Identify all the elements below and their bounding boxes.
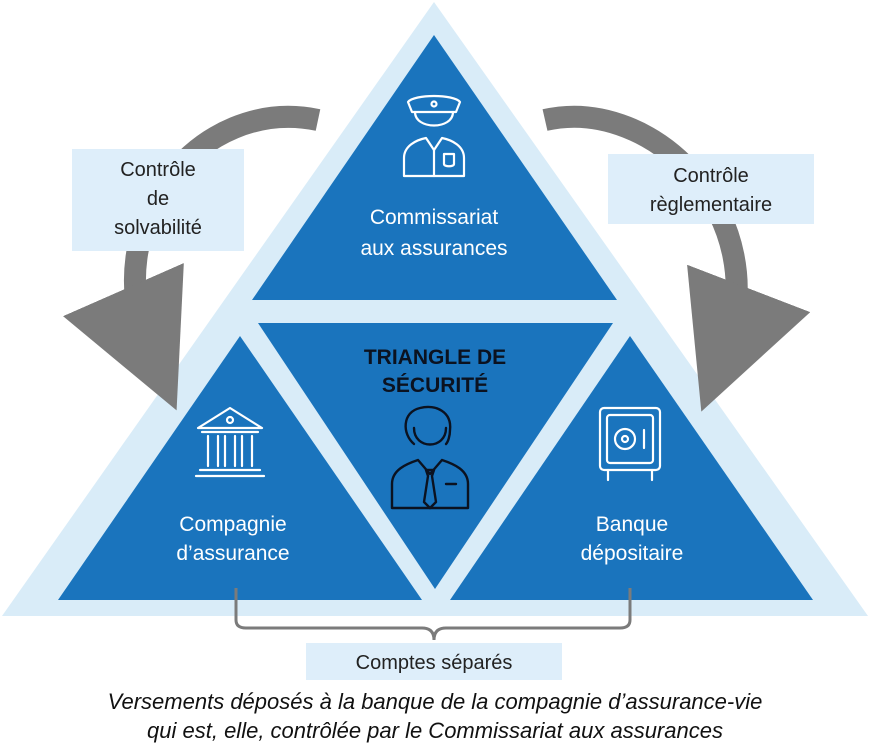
footnote-line1: Versements déposés à la banque de la com…: [108, 689, 763, 714]
police-officer-icon: [402, 94, 466, 178]
right-box-line1: Contrôle: [673, 165, 749, 187]
bank-building-icon: [194, 406, 266, 478]
left-box-line1: Contrôle: [120, 159, 196, 181]
top-label-line1: Commissariat: [370, 206, 499, 229]
separate-accounts-box: [306, 643, 562, 680]
triangle-center: [258, 323, 613, 589]
center-title-line2: SÉCURITÉ: [382, 374, 488, 397]
triangle-left: [58, 336, 422, 600]
right-label-line2: dépositaire: [581, 542, 684, 565]
bracket: [234, 588, 632, 641]
separate-accounts-label: Comptes séparés: [356, 652, 513, 674]
left-box-line3: solvabilité: [114, 217, 202, 239]
left-label-line2: d’assurance: [176, 542, 289, 565]
right-box-line2: règlementaire: [650, 194, 772, 216]
top-label-line2: aux assurances: [360, 237, 507, 260]
right-control-box: [608, 154, 814, 224]
triangle-right: [450, 336, 813, 600]
left-control-box: [72, 149, 244, 251]
footnote-line2: qui est, elle, contrôlée par le Commissa…: [147, 718, 723, 743]
center-title-line1: TRIANGLE DE: [364, 346, 506, 369]
left-box-line2: de: [147, 188, 169, 210]
right-label-line1: Banque: [596, 513, 668, 536]
businessman-icon: [390, 405, 470, 510]
left-label-line1: Compagnie: [179, 513, 286, 536]
safe-icon: [598, 406, 662, 482]
